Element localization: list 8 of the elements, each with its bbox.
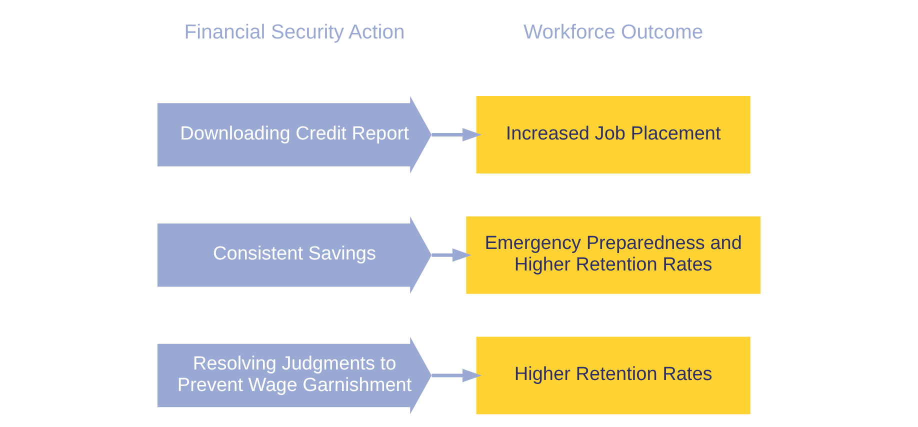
arrow bbox=[432, 368, 482, 382]
node-box: Emergency Preparedness and Higher Retention Rates bbox=[466, 216, 761, 294]
arrow bbox=[432, 128, 482, 141]
node-box: Increased Job Placement bbox=[476, 96, 750, 173]
label: Financial Security Action bbox=[184, 20, 405, 43]
label: Workforce Outcome bbox=[524, 20, 704, 43]
arrow bbox=[432, 248, 472, 262]
node-box: Higher Retention Rates bbox=[476, 336, 750, 414]
